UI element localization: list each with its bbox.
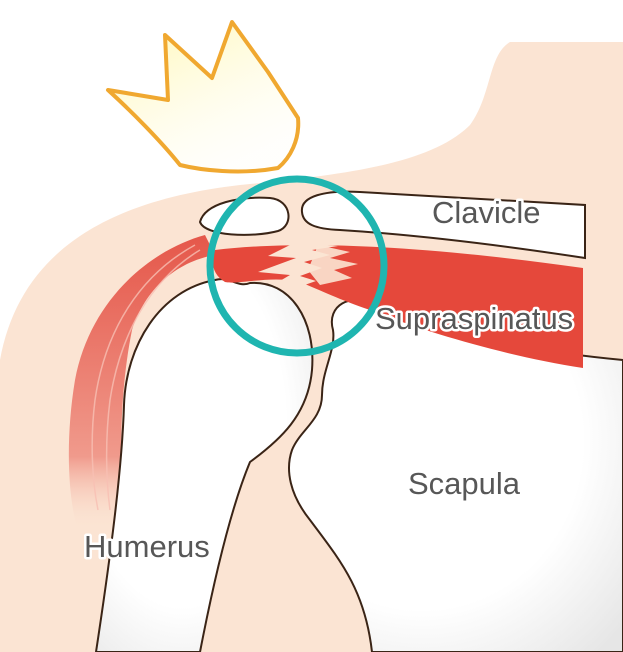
- supraspinatus-muscle: [212, 245, 583, 368]
- humerus-bone: [94, 278, 314, 652]
- tendon-tear-right: [308, 245, 358, 285]
- impingement-highlight-circle: [206, 175, 388, 357]
- label-scapula: Scapula: [408, 466, 521, 501]
- label-supraspinatus: Supraspinatus: [375, 301, 573, 336]
- deltoid-fibers: [91, 244, 201, 511]
- clavicle-bone: [300, 190, 586, 260]
- deltoid-muscle: [68, 235, 215, 530]
- label-humerus: Humerus: [84, 529, 210, 564]
- pain-crown-icon: [106, 20, 301, 174]
- label-clavicle: Clavicle: [432, 195, 541, 230]
